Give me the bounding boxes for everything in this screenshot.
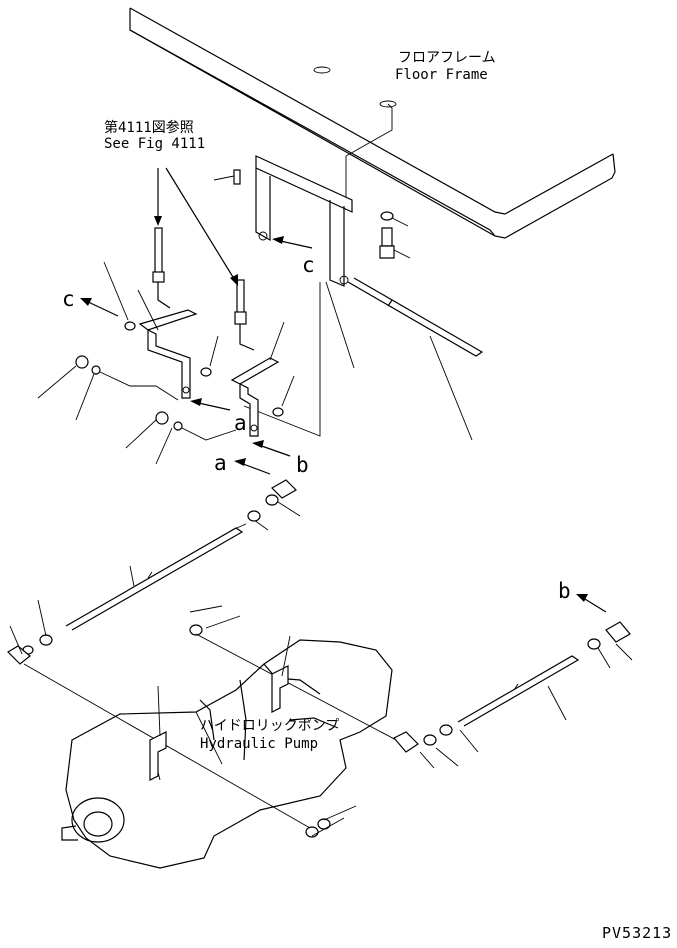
callout-letter-a: a	[234, 411, 247, 435]
floor-frame-label-jp: フロアフレーム	[398, 50, 496, 66]
callout-letter-c: c	[62, 287, 75, 311]
callout-letter-a: a	[214, 451, 227, 475]
hydraulic-pump-label-jp: ハイドロリックポンプ	[200, 718, 339, 734]
hydraulic-pump	[61, 635, 393, 869]
bracket-assembly	[213, 155, 411, 287]
drawing-code: PV53213	[602, 924, 672, 942]
floor-frame-label-en: Floor Frame	[395, 67, 488, 83]
leader-lines	[37, 261, 301, 531]
levers	[75, 309, 284, 441]
callout-letter-c: c	[302, 253, 315, 277]
long-rod	[243, 277, 484, 441]
hydraulic-pump-label-en: Hydraulic Pump	[200, 736, 318, 752]
see-fig-label-en: See Fig 4111	[104, 136, 205, 152]
callout-letter-b: b	[296, 453, 309, 477]
callout-letter-b: b	[558, 579, 571, 603]
text-labels: フロアフレーム Floor Frame 第4111図参照 See Fig 411…	[62, 50, 672, 942]
floor-frame	[129, 7, 616, 239]
arrows	[80, 167, 607, 613]
see-fig-label-jp: 第4111図参照	[104, 119, 194, 136]
control-rods	[7, 479, 633, 838]
cable-assemblies	[152, 227, 255, 351]
